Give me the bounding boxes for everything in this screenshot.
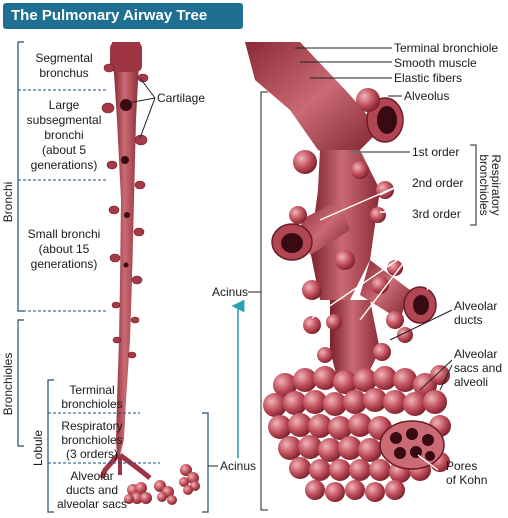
label-acinus-left: Acinus <box>220 459 256 473</box>
right-text-labels: Terminal bronchiole Smooth muscle Elasti… <box>394 41 502 487</box>
label-bronchioles: Bronchioles <box>1 353 15 416</box>
label-segmental-1: Segmental <box>35 51 92 65</box>
label-alveolar-1: Alveolar <box>70 469 113 483</box>
resp-bronchioles-bracket: Respiratory bronchioles <box>470 144 503 226</box>
label-resp-right-2: bronchioles <box>477 154 491 215</box>
label-terminal-bronchiole: Terminal bronchiole <box>394 41 498 55</box>
left-separators <box>18 89 160 464</box>
label-pores-1: Pores <box>446 459 477 473</box>
label-large-1: Large <box>49 98 80 112</box>
left-airway-tree <box>99 42 200 505</box>
label-acinus-right: Acinus <box>212 285 248 299</box>
diagram-title: The Pulmonary Airway Tree <box>11 7 208 24</box>
label-first-order: 1st order <box>412 145 459 159</box>
label-small-1: Small bronchi <box>28 227 101 241</box>
label-segmental-2: bronchus <box>39 66 88 80</box>
right-acinus-bracket: Acinus <box>212 91 268 511</box>
label-large-5: generations) <box>31 158 98 172</box>
label-large-3: bronchi <box>44 128 83 142</box>
label-resp-3: (3 orders) <box>66 447 118 461</box>
label-resp-1: Respiratory <box>61 419 122 433</box>
label-alveolar-ducts-1: Alveolar <box>454 299 497 313</box>
label-terminal-2: bronchioles <box>61 397 122 411</box>
label-small-3: generations) <box>31 257 98 271</box>
left-brackets <box>17 41 209 513</box>
cartilage-pointer: Cartilage <box>127 77 205 139</box>
label-second-order: 2nd order <box>412 176 463 190</box>
label-alveolar-2: ducts and <box>66 483 118 497</box>
label-pores-2: of Kohn <box>446 473 487 487</box>
title-banner: The Pulmonary Airway Tree <box>3 3 243 29</box>
label-alveolar-sacs-3: alveoli <box>454 375 488 389</box>
left-text-labels: Segmental bronchus Large subsegmental br… <box>27 51 127 511</box>
label-cartilage: Cartilage <box>157 91 205 105</box>
label-large-4: (about 5 <box>42 143 86 157</box>
label-alveolus: Alveolus <box>404 89 449 103</box>
label-large-2: subsegmental <box>27 113 102 127</box>
label-resp-right-1: Respiratory <box>489 154 503 215</box>
label-alveolar-sacs-2: sacs and <box>454 361 502 375</box>
label-alveolar-sacs-1: Alveolar <box>454 347 497 361</box>
label-elastic-fibers: Elastic fibers <box>394 71 462 85</box>
label-terminal-1: Terminal <box>69 383 114 397</box>
label-alveolar-ducts-2: ducts <box>454 313 483 327</box>
right-leaders <box>295 47 453 471</box>
label-bronchi: Bronchi <box>1 182 15 223</box>
label-third-order: 3rd order <box>412 207 461 221</box>
right-acinus-illustration <box>245 42 451 502</box>
label-alveolar-3: alveolar sacs <box>57 497 127 511</box>
label-small-2: (about 15 <box>39 242 90 256</box>
label-resp-2: bronchioles <box>61 433 122 447</box>
label-lobule: Lobule <box>31 430 45 466</box>
label-smooth-muscle: Smooth muscle <box>394 56 477 70</box>
